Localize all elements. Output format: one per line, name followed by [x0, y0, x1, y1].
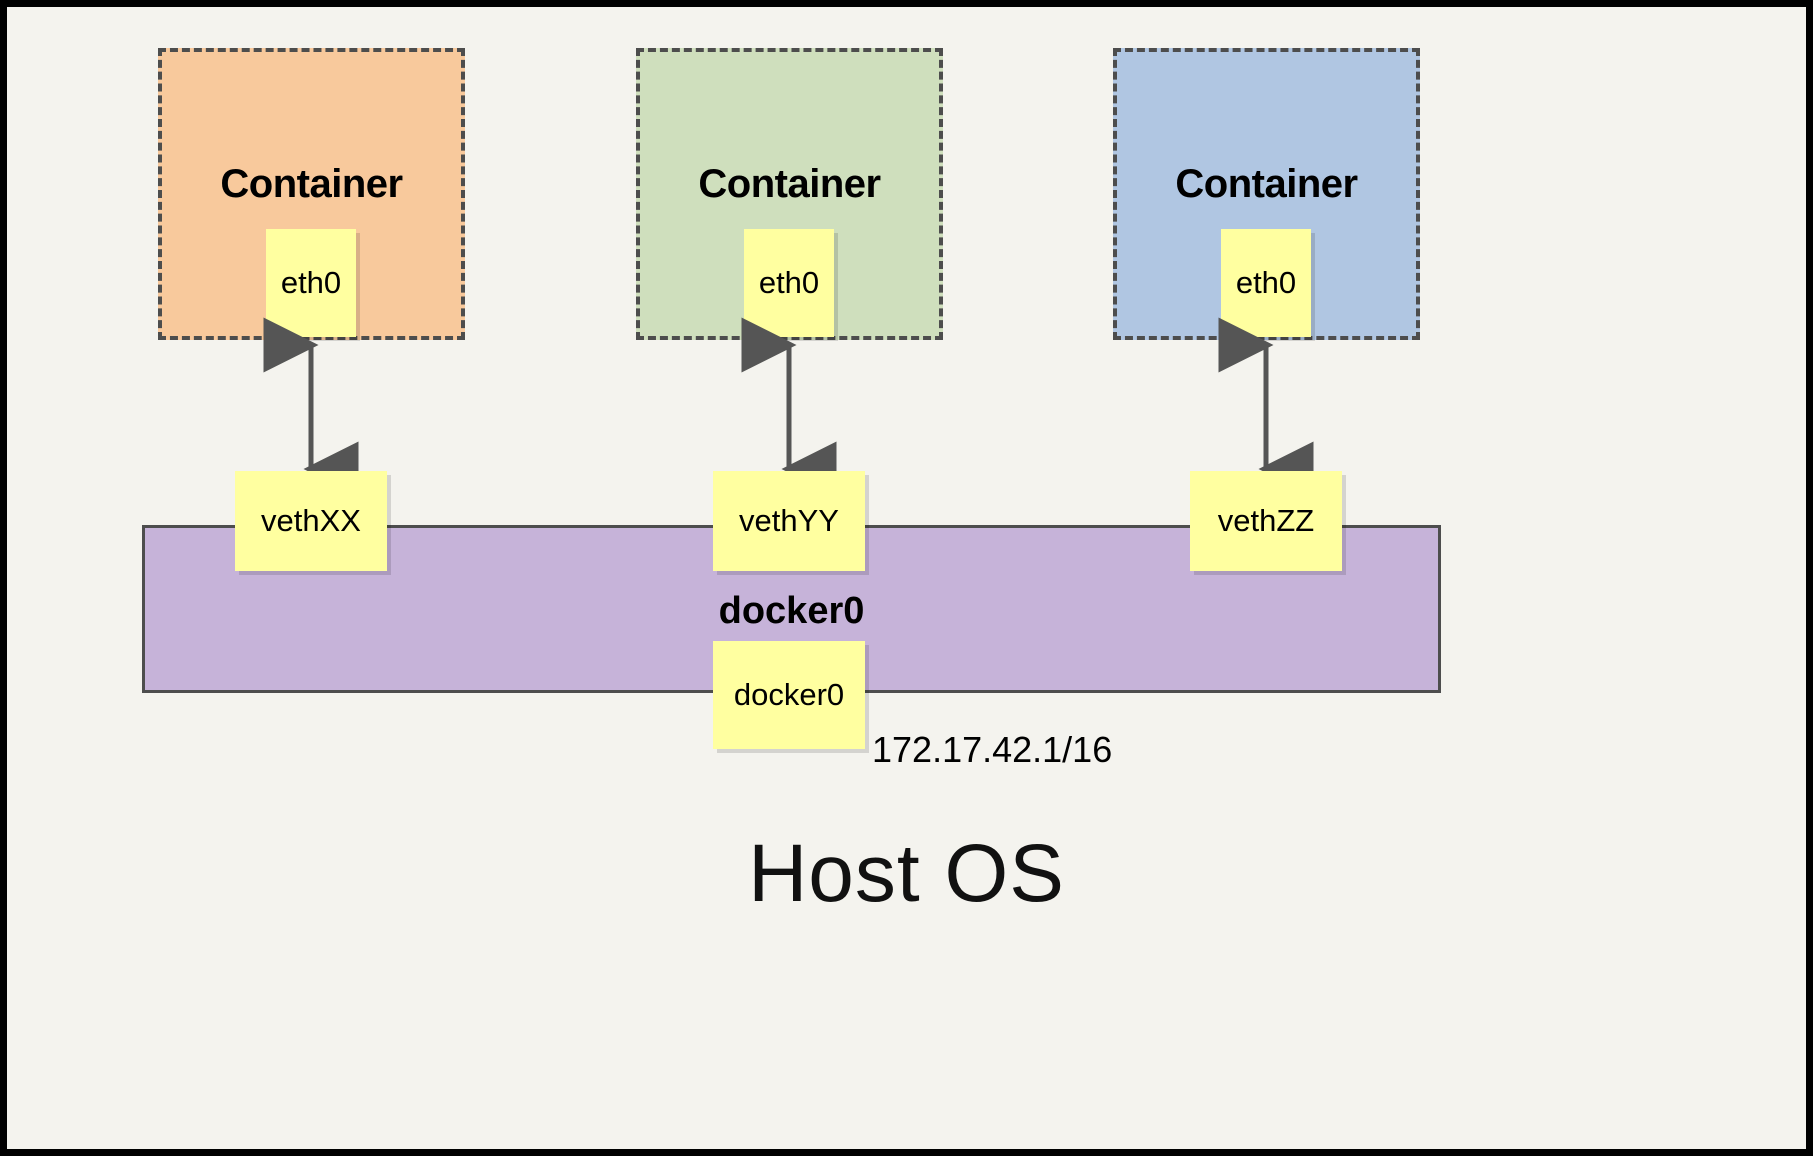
container-title-2: Container	[698, 162, 881, 206]
link-arrow-2	[741, 317, 837, 497]
docker0-ip-label: 172.17.42.1/16	[872, 729, 1113, 770]
link-arrow-3	[1218, 317, 1314, 497]
veth-note-2: vethYY	[713, 471, 865, 571]
container-title-1: Container	[220, 162, 403, 206]
container-eth0-2: eth0	[744, 229, 834, 337]
docker0-interface-note: docker0	[713, 641, 865, 749]
container-eth0-3: eth0	[1221, 229, 1311, 337]
veth-note-3: vethZZ	[1190, 471, 1342, 571]
docker0-bridge-label: docker0	[718, 590, 865, 632]
link-arrow-1	[263, 317, 359, 497]
container-title-3: Container	[1175, 162, 1358, 206]
veth-note-1: vethXX	[235, 471, 387, 571]
container-eth0-1: eth0	[266, 229, 356, 337]
diagram-stage: Container eth0 Container eth0 Container …	[7, 7, 1806, 1149]
host-os-label: Host OS	[748, 828, 1065, 919]
